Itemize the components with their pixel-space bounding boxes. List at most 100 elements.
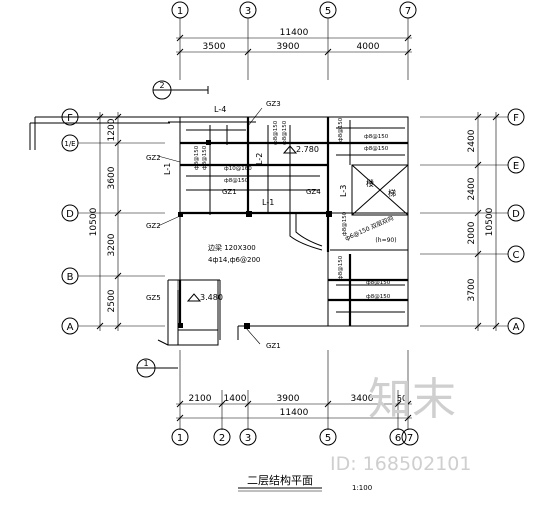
stair-box: 楼 梯 [351,164,409,216]
dimension-text: 2500 [107,289,117,312]
dimension-text: 1200 [107,118,117,141]
elevation-marks: 2.780 3.480 [186,145,319,302]
right-dimensions: 2400 2400 2000 3700 10500 [420,112,508,331]
column-label: GZ5 [146,294,161,302]
column-label: GZ2 [146,154,161,162]
dimension-text: 3700 [467,278,477,301]
dimension-text: 3600 [107,166,117,189]
axis-label: A [67,322,74,333]
column [178,323,183,328]
stair-label: 楼 [366,178,374,188]
column-label: GZ2 [146,222,161,230]
top-dimensions: 11400 3500 3900 4000 [176,18,412,80]
axis-label: 1 [177,6,183,17]
column [206,140,211,145]
edge-beam-curve: 边梁 120X300 4ф14,ф6@200 [208,213,323,264]
axis-label: C [513,250,520,261]
dimension-text: 3900 [277,394,300,404]
column-markers [178,140,332,329]
axis-label: E [513,161,519,172]
beam-label: L-2 [255,153,264,165]
rebar-note: ф8@150 [364,146,389,152]
column [326,211,332,217]
watermark-logo: 知末 [368,374,456,425]
rebar-note: ф8@150 [366,294,391,300]
beam-label: L-1 [163,163,172,175]
axis-label: 1 [177,433,183,444]
rebar-note: ф8@150 [364,134,389,140]
dimension-text: 3400 [351,394,374,404]
rebar-note: ф8@150 [282,120,288,145]
elevation-text: 3.480 [200,293,223,302]
beam-label: L-4 [214,105,226,114]
dimension-text: 3900 [277,42,300,52]
axis-label: D [66,209,74,220]
column-label: GZ3 [266,100,281,108]
axis-label: F [513,113,519,124]
axis-label: 2 [219,433,225,444]
drawing-scale: 1:100 [352,484,372,492]
axis-label: A [513,322,520,333]
dimension-text: 11400 [280,408,309,418]
dimension-text: 3200 [107,233,117,256]
rebar-note: ф8@150 [202,145,208,170]
dimension-text: 50 [397,394,407,403]
dimension-text: 3500 [203,42,226,52]
axis-label: F [67,113,73,124]
axis-label: 6 [395,433,401,444]
rebar-note: ф8@150 [338,117,344,142]
stair-slab: ф6@150 双层双向 (h=90) [328,212,408,251]
axis-label: D [512,209,520,220]
elevation-text: 2.780 [296,145,319,154]
dimension-text: 11400 [280,28,309,38]
dimension-text: 1400 [224,394,247,404]
axis-label: 3 [245,433,251,444]
cantilever-lines [29,116,180,150]
drawing-title: 二层结构平面 [247,473,313,487]
section-markers: 2 1 [136,80,209,378]
column [246,211,252,217]
column-label: GZ1 [266,342,281,350]
column-label: GZ4 [306,188,321,196]
dimension-text: 10500 [485,207,495,236]
dimension-text: 2000 [467,221,477,244]
edge-beam-note: 边梁 120X300 [208,243,256,252]
bottom-dimensions: 2100 1400 3900 3400 50 11400 [176,350,412,430]
top-axis-bubbles: 1 3 5 7 [171,1,417,19]
beam-label: L-1 [262,198,274,207]
dimension-text: 2400 [467,129,477,152]
section-label: 1 [143,359,148,368]
rebar-note: ф8@150 [366,280,391,286]
left-axis-bubbles: F 1/E D B A [61,108,79,335]
rebar-note: ф8@150 [224,178,249,184]
column-labels: GZ3 GZ2 GZ1 GZ4 GZ2 GZ5 GZ1 [146,100,321,350]
column [178,212,183,217]
rebar-strokes [186,120,405,313]
watermark: 知末 ID: 168502101 [330,374,471,475]
bottom-axis-bubbles: 1 2 3 5 6 7 [171,428,419,446]
bay-window [157,279,219,346]
dimension-text: 10500 [89,207,99,236]
column-label: GZ1 [222,188,237,196]
section-label: 2 [159,81,164,90]
edge-beam-note: 4ф14,ф6@200 [208,256,260,264]
beam-label: L-3 [339,185,348,197]
axis-label: 3 [245,6,251,17]
rebar-note: ф8@150 [194,145,200,170]
rebar-note: ф10@160 [224,166,252,172]
beam-labels: L-4 L-1 L-2 L-1 L-3 [163,105,348,207]
axis-label: 5 [325,6,331,17]
axis-label: 7 [407,433,413,444]
column [244,323,250,329]
rebar-notes: ф8@150 ф8@150 ф8@150 ф8@150 ф10@160 ф8@1… [194,117,391,300]
dimension-text: 4000 [357,42,380,52]
stair-label: 梯 [388,188,396,198]
stair-slab-note: (h=90) [375,237,396,244]
rebar-note: ф8@150 [338,255,344,280]
rebar-note: ф8@150 [342,211,348,236]
axis-label: B [67,272,74,283]
title-block: 二层结构平面 1:100 [238,473,372,492]
beam-lines [178,117,408,326]
